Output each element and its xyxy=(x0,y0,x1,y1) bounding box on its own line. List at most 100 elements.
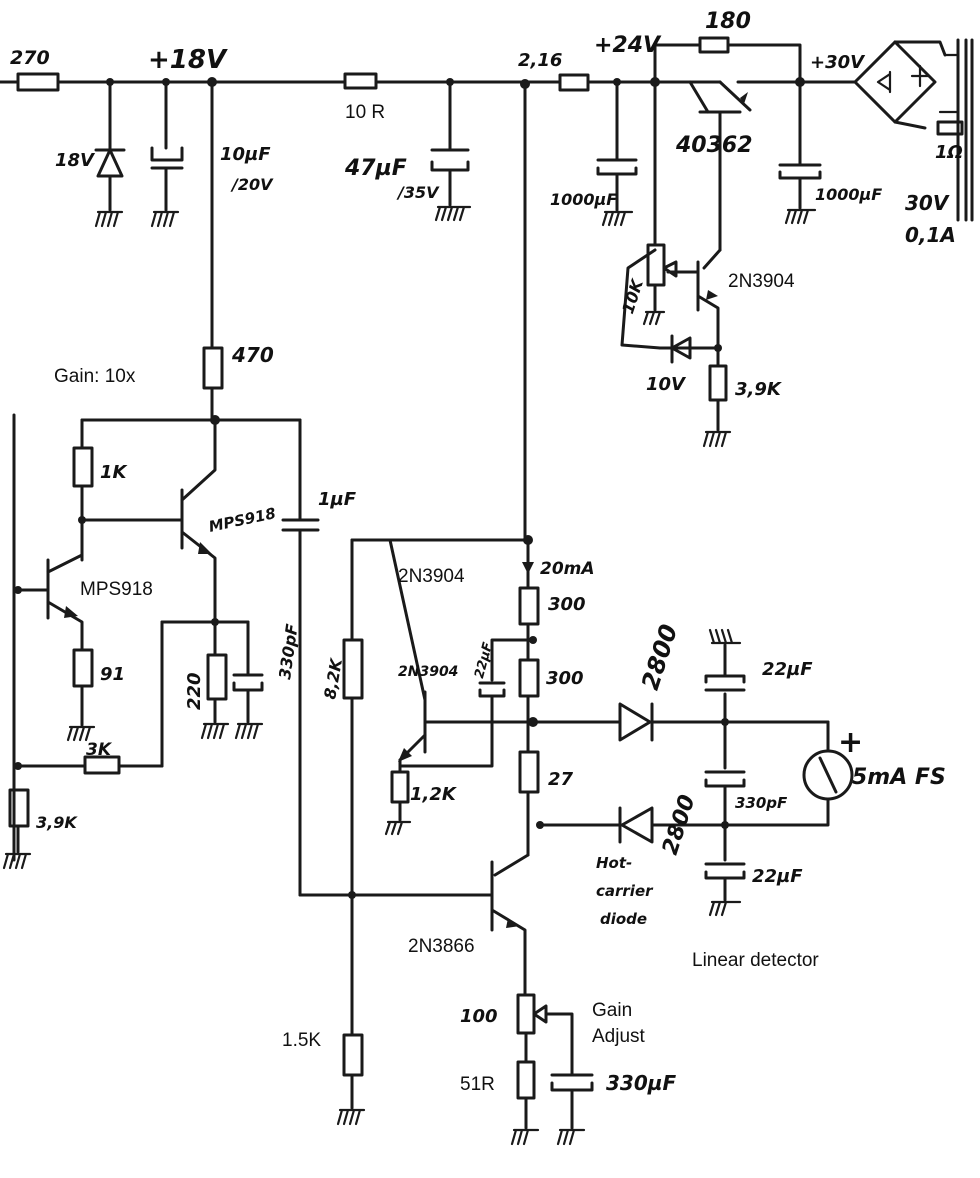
resistor-1k2 xyxy=(384,758,412,836)
label-2n3904-mid: 2N3904 xyxy=(398,566,465,587)
transistor-2n3904-top xyxy=(666,248,722,347)
label-1uf: 1µF xyxy=(318,489,357,510)
transistor-mps918-a xyxy=(80,418,217,622)
label-2n3866: 2N3866 xyxy=(408,936,475,957)
label-300b: 300 xyxy=(546,668,584,689)
capacitor-22uf-small xyxy=(478,638,535,724)
label-3k: 3K xyxy=(86,740,113,760)
label-470: 470 xyxy=(231,343,274,367)
pot-10k xyxy=(620,80,678,350)
resistor-300b xyxy=(518,658,540,754)
transformer xyxy=(938,38,974,222)
capacitor-330pf-emitter xyxy=(232,620,264,740)
label-diode-2800-top: 2800 xyxy=(636,621,683,693)
label-330uf-bottom: 330µF xyxy=(606,1071,676,1095)
label-hot: Hot- xyxy=(596,854,632,872)
resistor-2k16 xyxy=(558,73,590,92)
capacitor-10uf xyxy=(150,80,184,228)
label-gain-10x: Gain: 10x xyxy=(54,366,136,387)
resistor-51r xyxy=(510,1060,540,1146)
label-1k2: 1,2K xyxy=(410,784,458,805)
capacitor-1000uf-b xyxy=(778,80,822,225)
label-1000uf-b: 1000µF xyxy=(815,185,882,204)
transistor-2n3866 xyxy=(298,853,530,997)
label-8k2: 8,2K xyxy=(320,656,346,701)
label-10uf: 10µF xyxy=(220,144,271,165)
label-220: 220 xyxy=(184,672,205,710)
capacitor-1000uf-a xyxy=(596,80,638,227)
label-meter-plus: + xyxy=(838,725,863,760)
label-330pf-right: 330pF xyxy=(735,794,788,812)
label-100: 100 xyxy=(460,1006,498,1027)
transistor-2n3904-small xyxy=(388,538,535,768)
label-1k: 1K xyxy=(100,462,129,483)
resistor-3k9-top xyxy=(702,346,732,448)
label-47uf-voltage: /35V xyxy=(396,183,440,202)
resistor-300a xyxy=(518,538,540,662)
label-3k9-top: 3,9K xyxy=(735,379,783,400)
label-1k5: 1.5K xyxy=(282,1030,321,1051)
capacitor-22uf-top xyxy=(704,628,746,724)
diode-2800-top xyxy=(531,702,830,742)
label-mps918-b: MPS918 xyxy=(80,579,153,600)
label-fuse: 1Ω xyxy=(935,142,963,163)
label-r2k16: 2,16 xyxy=(518,50,562,71)
zener-10v xyxy=(658,334,722,364)
label-gain-adjust-2: Adjust xyxy=(592,1026,646,1047)
label-22uf-top: 22µF xyxy=(762,659,813,680)
label-10uf-voltage: /20V xyxy=(230,175,274,194)
resistor-1k xyxy=(72,418,94,562)
label-300a: 300 xyxy=(548,594,586,615)
label-10k: 10K xyxy=(618,276,647,316)
label-40362: 40362 xyxy=(675,133,753,158)
label-27: 27 xyxy=(548,769,574,790)
resistor-270 xyxy=(16,72,60,92)
label-mps918-a: MPS918 xyxy=(207,504,277,536)
transistor-mps918-b xyxy=(16,553,84,652)
label-30v: +30V xyxy=(810,52,866,73)
label-30v-ac: 30V xyxy=(905,191,950,215)
label-r270: 270 xyxy=(10,47,50,69)
label-47uf: 47µF xyxy=(344,156,407,181)
meter-5ma xyxy=(723,720,854,827)
label-51r: 51R xyxy=(460,1074,495,1095)
label-3k9-left: 3,9K xyxy=(36,813,78,832)
label-2n3904-small: 2N3904 xyxy=(398,664,458,680)
label-1000uf-a: 1000µF xyxy=(550,190,617,209)
label-r10: 10 R xyxy=(345,102,385,123)
junction-dot xyxy=(211,618,219,626)
label-20ma: 20mA xyxy=(540,559,595,579)
label-meter: 5mA FS xyxy=(852,765,946,790)
label-18v-zener: 18V xyxy=(55,150,96,171)
resistor-8k2 xyxy=(342,638,364,1037)
resistor-470 xyxy=(202,80,224,422)
label-10v: 10V xyxy=(646,374,687,395)
resistor-220 xyxy=(160,618,250,768)
resistor-3k9-left xyxy=(2,788,32,870)
capacitor-1uf xyxy=(281,518,320,897)
resistor-27 xyxy=(518,750,540,857)
label-330pf-emitter: 330pF xyxy=(275,623,302,681)
label-carrier: carrier xyxy=(596,882,654,900)
resistor-180 xyxy=(698,36,730,54)
capacitor-47uf xyxy=(430,80,472,222)
bridge-rectifier xyxy=(853,40,947,130)
resistor-1k5 xyxy=(336,1033,366,1126)
label-0-1a: 0,1A xyxy=(905,223,956,247)
diode-2800-bottom xyxy=(538,806,727,844)
junction-dot xyxy=(348,891,356,899)
label-91: 91 xyxy=(100,664,125,685)
label-18v-rail: +18V xyxy=(148,45,228,75)
label-gain-adjust-1: Gain xyxy=(592,1000,632,1021)
capacitor-22uf-bottom xyxy=(704,823,746,917)
capacitor-330uf-bottom xyxy=(550,1073,594,1146)
label-linear-detector: Linear detector xyxy=(692,950,819,971)
label-2n3904-top: 2N3904 xyxy=(728,271,795,292)
resistor-10r xyxy=(343,72,378,90)
resistor-91 xyxy=(66,648,96,742)
zener-18v xyxy=(94,80,126,228)
label-diode: diode xyxy=(600,910,647,928)
pot-100-gain-adjust xyxy=(516,993,574,1077)
